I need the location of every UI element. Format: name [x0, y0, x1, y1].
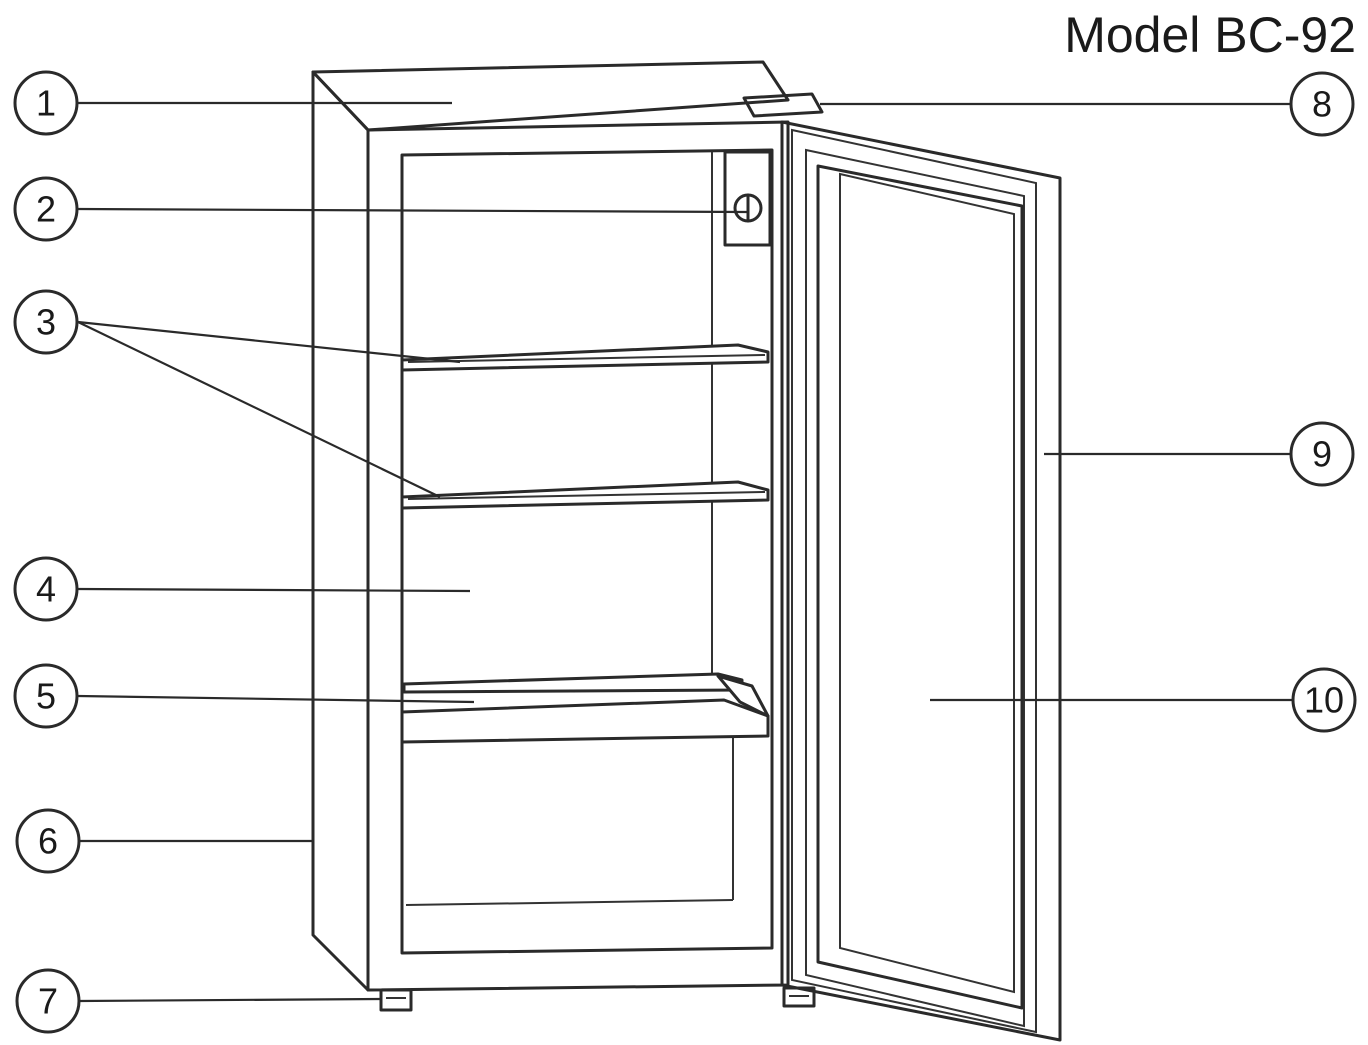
callout-1: 1 [13, 70, 79, 136]
inner-liner [400, 148, 774, 955]
crisper-cover-shelf [400, 672, 770, 744]
leader-lines [77, 101, 1292, 1003]
callout-4: 4 [13, 556, 79, 622]
svg-text:6: 6 [38, 821, 58, 862]
callout-2: 2 [13, 176, 79, 242]
svg-text:1: 1 [36, 83, 56, 124]
svg-text:7: 7 [38, 981, 58, 1022]
door-frame [780, 120, 1062, 1042]
door-glass-outer [816, 164, 1024, 1010]
callout-3: 3 [13, 289, 79, 355]
svg-text:9: 9 [1312, 434, 1332, 475]
callout-6: 6 [15, 808, 81, 874]
cabinet-top [311, 60, 790, 132]
callout-7: 7 [15, 968, 81, 1034]
thermostat-knob [723, 150, 772, 247]
glass-door [780, 120, 1062, 1042]
door-gasket [791, 128, 1037, 1034]
wire-shelf-upper [400, 343, 770, 372]
leveling-foot-front [379, 988, 413, 1012]
callout-10: 10 [1291, 667, 1357, 733]
svg-text:8: 8 [1312, 84, 1332, 125]
callout-8: 8 [1289, 71, 1355, 137]
svg-text:2: 2 [36, 189, 56, 230]
svg-text:5: 5 [36, 676, 56, 717]
leveling-foot-door-side [782, 986, 816, 1008]
model-title: Model BC-92 [1064, 7, 1356, 63]
svg-text:3: 3 [36, 302, 56, 343]
wire-shelf-lower [400, 480, 770, 510]
door-hinge [742, 92, 824, 118]
callout-9: 9 [1289, 421, 1355, 487]
callout-5: 5 [13, 663, 79, 729]
door-glass-inner [839, 172, 1015, 994]
svg-text:10: 10 [1304, 680, 1344, 721]
fridge-cabinet [311, 60, 790, 992]
svg-text:4: 4 [36, 569, 56, 610]
cabinet-front [366, 120, 790, 992]
